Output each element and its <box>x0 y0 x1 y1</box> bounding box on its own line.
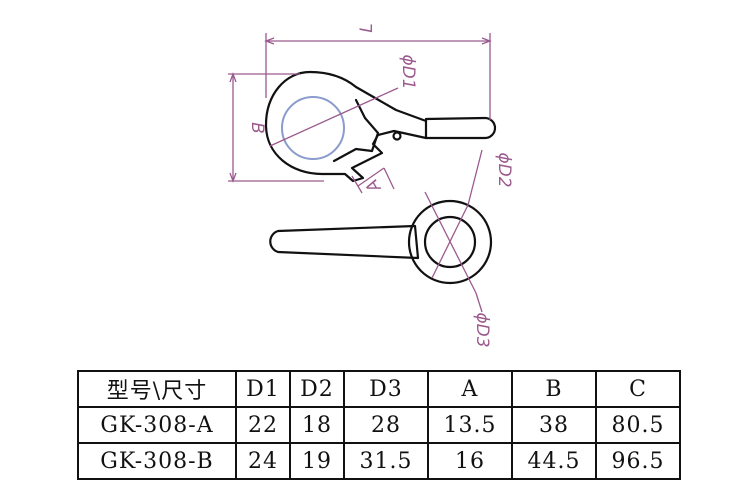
table-row: GK-308-B 24 19 31.5 16 44.5 96.5 <box>77 442 681 480</box>
table-cell: GK-308-A <box>77 406 237 444</box>
dim-label-B: B <box>247 122 267 134</box>
table-row: GK-308-A 22 18 28 13.5 38 80.5 <box>77 406 681 444</box>
table-cell: 96.5 <box>595 442 681 480</box>
dim-label-D1: ϕD1 <box>398 54 418 89</box>
swivel-eye-view <box>269 199 493 285</box>
spec-table: 型号\尺寸 D1 D2 D3 A B C GK-308-A 22 18 28 1… <box>77 370 681 480</box>
dim-label-A: A <box>362 175 386 196</box>
dim-label-D2: ϕD2 <box>494 152 514 187</box>
dim-A-line <box>357 167 385 187</box>
table-cell: 22 <box>235 406 291 444</box>
dim-D1-line <box>269 87 399 147</box>
table-header-cell: 型号\尺寸 <box>77 370 237 408</box>
hook-technical-drawing: L ϕD1 B A ϕD2 ϕD3 <box>228 23 514 348</box>
snap-hook-view <box>264 70 497 183</box>
hook-body-outline <box>264 70 428 183</box>
table-cell: 13.5 <box>427 406 513 444</box>
hook-handle <box>424 116 497 140</box>
table-cell: GK-308-B <box>77 442 237 480</box>
table-cell: 16 <box>427 442 513 480</box>
table-header-cell: D3 <box>343 370 429 408</box>
table-cell: 44.5 <box>511 442 597 480</box>
dim-D3-line <box>424 191 477 294</box>
dimension-lines <box>228 33 492 313</box>
eye-outer-ring <box>407 199 493 285</box>
eye-inner-ring <box>423 215 477 269</box>
table-cell: 31.5 <box>343 442 429 480</box>
dim-label-L: L <box>357 23 377 32</box>
table-cell: 38 <box>511 406 597 444</box>
table-header-cell: A <box>427 370 513 408</box>
table-cell: 80.5 <box>595 406 681 444</box>
table-cell: 24 <box>235 442 291 480</box>
table-cell: 19 <box>289 442 345 480</box>
table-header-cell: B <box>511 370 597 408</box>
table-header-cell: D2 <box>289 370 345 408</box>
hook-inner-ring <box>281 96 345 160</box>
pivot-pin <box>392 131 402 141</box>
eye-handle <box>269 224 420 260</box>
table-header-row: 型号\尺寸 D1 D2 D3 A B C <box>77 370 681 408</box>
table-header-cell: D1 <box>235 370 291 408</box>
latch-gate <box>332 98 380 163</box>
table-header-cell: C <box>595 370 681 408</box>
table-cell: 28 <box>343 406 429 444</box>
dim-label-D3: ϕD3 <box>472 312 492 347</box>
table-cell: 18 <box>289 406 345 444</box>
